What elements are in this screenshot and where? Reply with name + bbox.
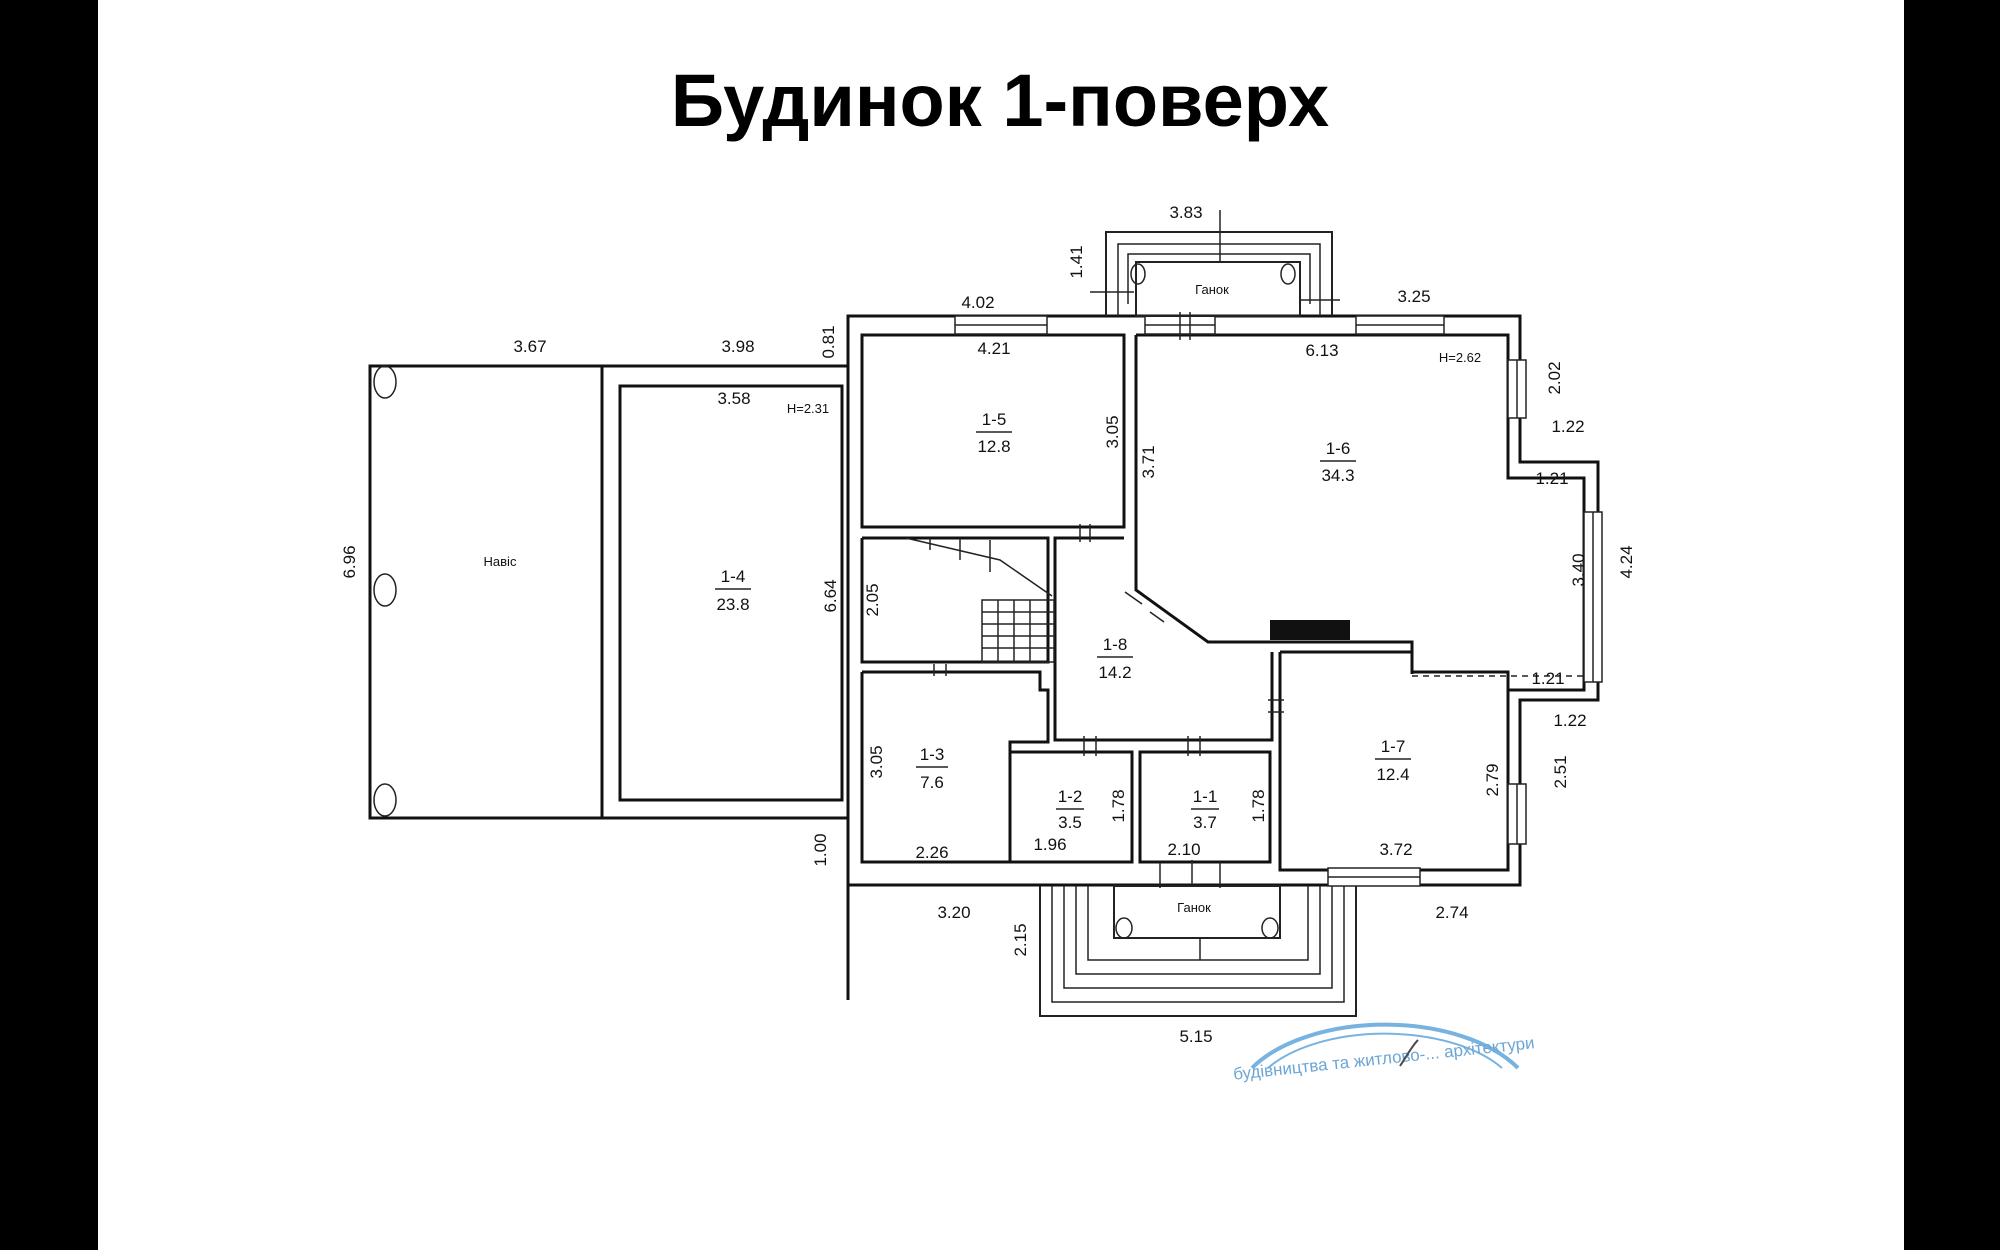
dimension-label: 6.13 (1305, 341, 1338, 360)
dimension-label: 1.21 (1535, 469, 1568, 488)
dimension-label: 4.21 (977, 339, 1010, 358)
dimension-label: 3.05 (867, 745, 886, 778)
dimension-label: 3.72 (1379, 840, 1412, 859)
dimension-label: 3.40 (1569, 553, 1588, 586)
dimension-label: 6.96 (340, 545, 359, 578)
page-title: Будинок 1-поверх (670, 59, 1330, 142)
dimension-label: 2.26 (915, 843, 948, 862)
dimension-label: 3.20 (937, 903, 970, 922)
room-1-7-wall (1278, 650, 1510, 872)
canopy-label: Навіс (484, 554, 517, 569)
dimension-label: 5.15 (1179, 1027, 1212, 1046)
porch-bottom-label: Ганок (1177, 900, 1211, 915)
room-area: 34.3 (1321, 466, 1354, 485)
ceiling-height-label: Н=2.31 (787, 401, 829, 416)
room-area: 3.5 (1058, 813, 1082, 832)
room-area: 3.7 (1193, 813, 1217, 832)
dimension-label: 3.83 (1169, 203, 1202, 222)
dimension-label: 2.51 (1551, 755, 1570, 788)
dimension-label: 2.15 (1011, 923, 1030, 956)
room-area: 12.4 (1376, 765, 1409, 784)
room-1-4-inner (618, 384, 844, 802)
staircase (929, 538, 1055, 663)
dimension-label: 3.25 (1397, 287, 1430, 306)
dimension-label: 1.22 (1553, 711, 1586, 730)
room-id: 1-4 (721, 567, 746, 586)
slide-background (98, 0, 1904, 1250)
dimension-label: 2.05 (863, 583, 882, 616)
room-id: 1-3 (920, 745, 945, 764)
dimension-label: 1.78 (1249, 789, 1268, 822)
room-id: 1-2 (1058, 787, 1083, 806)
dimension-label: 1.41 (1067, 245, 1086, 278)
room-id: 1-6 (1326, 439, 1351, 458)
dimension-label: 3.71 (1139, 445, 1158, 478)
fireplace (1270, 620, 1350, 640)
dimension-label: 3.05 (1103, 415, 1122, 448)
official-stamp: будівництва та житлово-... архітектури (1232, 1022, 1535, 1084)
dimension-label: 1.21 (1531, 669, 1564, 688)
porch-bottom (1039, 860, 1357, 1017)
dimension-label: 4.02 (961, 293, 994, 312)
dimension-label: 1.00 (811, 833, 830, 866)
dimension-label: 2.74 (1435, 903, 1468, 922)
dimension-label: 2.10 (1167, 840, 1200, 859)
porch-top-label: Ганок (1195, 282, 1229, 297)
porch-top (1090, 210, 1340, 317)
canopy-outline (368, 364, 604, 820)
room-id: 1-7 (1381, 737, 1406, 756)
dimension-label: 3.67 (513, 337, 546, 356)
canopy-post (373, 783, 397, 817)
canopy-post (373, 365, 397, 399)
dimension-label: 3.98 (721, 337, 754, 356)
canopy-post (373, 573, 397, 607)
room-1-8-wall (1053, 536, 1274, 742)
dimension-label: 4.24 (1617, 545, 1636, 578)
room-id: 1-1 (1193, 787, 1218, 806)
dimension-label: 0.81 (819, 325, 838, 358)
house-outer-wall (846, 314, 1600, 1000)
room-id: 1-5 (982, 410, 1007, 429)
room-area: 14.2 (1098, 663, 1131, 682)
door-marks (933, 312, 1284, 888)
room-1-2-wall (1008, 750, 1134, 864)
room-area: 7.6 (920, 773, 944, 792)
dimension-label: 1.96 (1033, 835, 1066, 854)
room-1-5-wall (860, 333, 1126, 529)
ceiling-height-label: Н=2.62 (1439, 350, 1481, 365)
dimension-label: 2.02 (1545, 361, 1564, 394)
stair-line (905, 537, 1053, 597)
room-1-4-outer (600, 364, 850, 820)
room-1-1-wall (1138, 750, 1272, 864)
room-area: 12.8 (977, 437, 1010, 456)
room-id: 1-8 (1103, 635, 1128, 654)
room-1-3-wall (860, 670, 1050, 864)
dimension-label: 1.22 (1551, 417, 1584, 436)
dimension-label: 1.78 (1109, 789, 1128, 822)
dimension-label: 6.64 (821, 579, 840, 612)
dimension-label: 3.58 (717, 389, 750, 408)
room-area: 23.8 (716, 595, 749, 614)
dimension-label: 2.79 (1483, 763, 1502, 796)
